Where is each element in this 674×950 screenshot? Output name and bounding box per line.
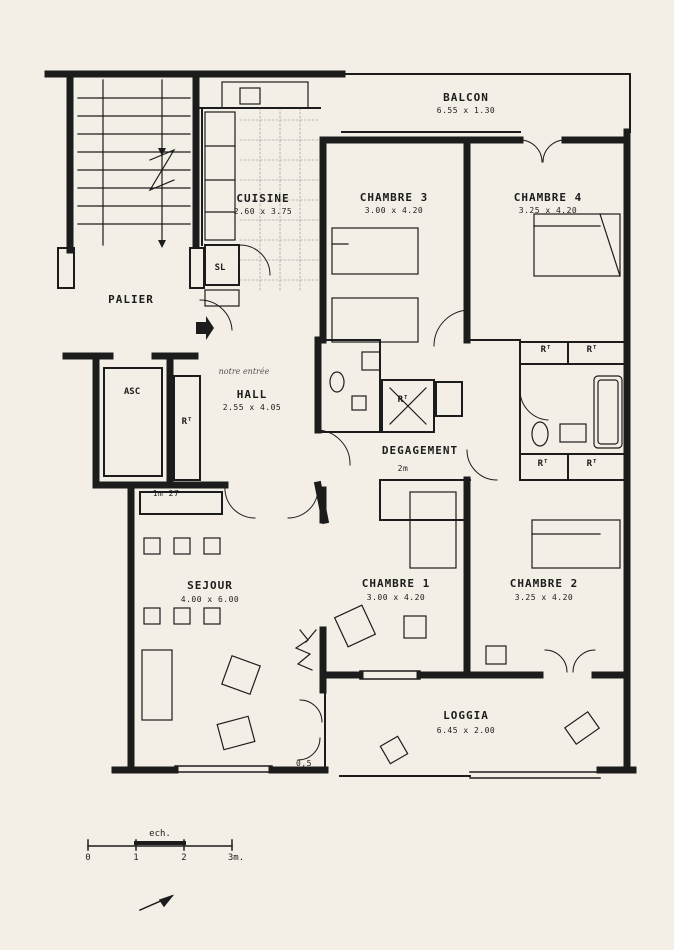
room-label-palier: PALIER [108, 293, 154, 306]
closet-label-rt-2: Rᵀ [586, 345, 598, 355]
furniture [141, 537, 601, 765]
elevator-label: ASC [123, 387, 141, 397]
room-dims-chambre4: 3.25 x 4.20 [518, 206, 578, 215]
handwritten-note: notre entrée [218, 367, 270, 376]
beds [331, 213, 621, 569]
room-dims-chambre1: 3.00 x 4.20 [366, 593, 426, 602]
stair-arrow-down-icon [158, 148, 166, 156]
closet-label-rt-bath: Rᵀ [397, 395, 409, 405]
room-label-sejour: SEJOUR [187, 579, 233, 592]
partitions [57, 73, 631, 777]
closet-label-rt-4: Rᵀ [586, 459, 598, 469]
room-label-cuisine: CUISINE [236, 192, 290, 205]
height-label-loggia: 0,5 [296, 759, 312, 768]
scale-label: ech. [149, 829, 171, 839]
scale-tick-3: 3m. [227, 853, 245, 863]
doors [199, 139, 596, 761]
height-label-degagement: 2m [397, 464, 409, 473]
closet-label-rt: Rᵀ [181, 417, 193, 427]
stair-arrow-down-icon [158, 240, 166, 248]
room-dims-sejour: 4.00 x 6.00 [180, 595, 240, 604]
room-label-balcon: BALCON [443, 91, 489, 104]
room-label-chambre2: CHAMBRE 2 [509, 577, 579, 590]
height-label-sejour: 1m 27 [152, 489, 180, 498]
staircase [77, 79, 191, 246]
room-label-chambre4: CHAMBRE 4 [513, 191, 583, 204]
room-label-hall: HALL [236, 388, 268, 401]
main-walls [44, 70, 637, 774]
scale-tick-1: 1 [133, 853, 139, 863]
windows [174, 670, 601, 779]
room-dims-chambre2: 3.25 x 4.20 [514, 593, 574, 602]
room-dims-hall: 2.55 x 4.05 [222, 403, 282, 412]
scale-tick-2: 2 [181, 853, 187, 863]
closet-label-rt-1: Rᵀ [540, 345, 552, 355]
room-dims-chambre3: 3.00 x 4.20 [364, 206, 424, 215]
room-label-loggia: LOGGIA [443, 709, 489, 722]
room-dims-balcon: 6.55 x 1.30 [436, 106, 496, 115]
room-label-chambre1: CHAMBRE 1 [361, 577, 431, 590]
bath-fixtures [329, 351, 623, 449]
scale-bar [87, 839, 233, 851]
room-label-chambre3: CHAMBRE 3 [359, 191, 429, 204]
entrance-arrow-icon [196, 316, 214, 340]
closet-label-rt-3: Rᵀ [537, 459, 549, 469]
kitchen-tiles [239, 107, 321, 291]
room-label-degagement: DEGAGEMENT [381, 444, 459, 457]
room-dims-cuisine: 2.60 x 3.75 [233, 207, 293, 216]
closet-label-sl: SL [214, 263, 226, 273]
room-dims-loggia: 6.45 x 2.00 [436, 726, 496, 735]
scale-tick-0: 0 [85, 853, 91, 863]
kitchen-counters [204, 81, 309, 307]
plant-icon [294, 629, 317, 671]
north-arrow-icon [139, 894, 175, 911]
